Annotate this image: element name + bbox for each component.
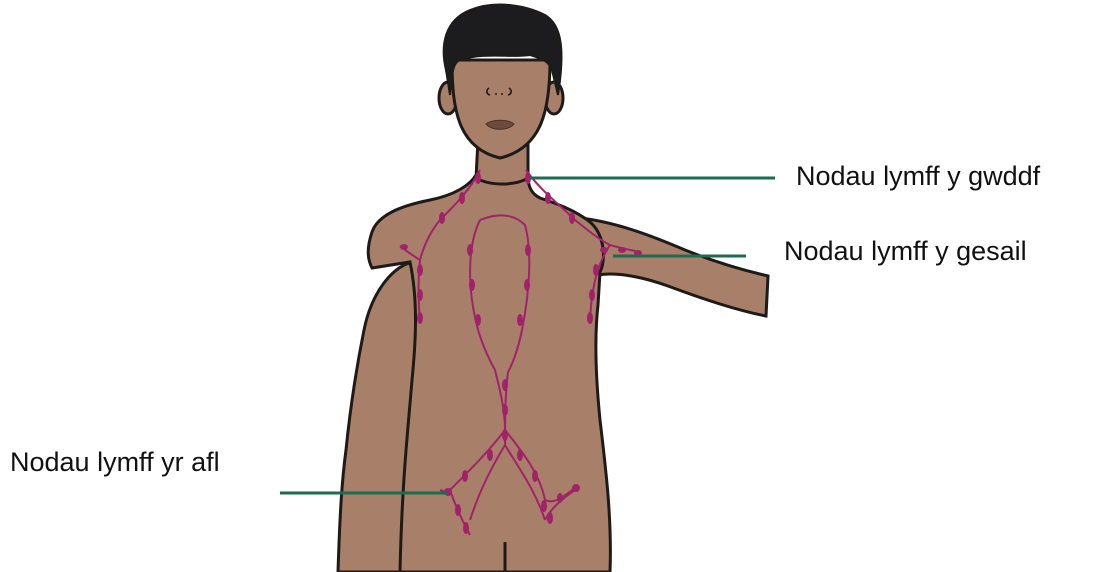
groin-lymph-nodes-label: Nodau lymff yr afl <box>10 449 220 476</box>
lymph-node <box>417 264 423 276</box>
lymph-node <box>502 404 508 416</box>
human-body <box>338 5 768 572</box>
lymph-node <box>532 470 538 482</box>
lymph-node <box>593 264 599 276</box>
lymph-node <box>487 449 493 461</box>
lymph-node <box>618 247 626 253</box>
lymph-node <box>545 192 551 204</box>
lymph-node <box>557 493 563 503</box>
lymph-node <box>524 279 530 291</box>
neck-lymph-nodes-label: Nodau lymff y gwddf <box>796 163 1040 190</box>
lymph-node <box>600 247 608 253</box>
armpit-lymph-nodes-label: Nodau lymff y gesail <box>784 238 1027 265</box>
lymph-node <box>417 289 423 301</box>
lymph-node <box>469 279 475 291</box>
lymph-node <box>463 522 469 534</box>
lymph-node <box>525 244 531 256</box>
lymph-node <box>400 244 408 250</box>
head <box>452 60 550 158</box>
lymph-node <box>589 289 595 301</box>
lymph-node <box>572 484 580 492</box>
lymph-node <box>517 449 523 461</box>
lymph-node <box>587 312 593 324</box>
lymph-node <box>547 512 553 524</box>
lymph-node <box>517 314 523 326</box>
lymph-node <box>475 172 481 184</box>
left-arm <box>580 218 768 316</box>
lymph-node <box>502 379 508 391</box>
lymph-node <box>439 212 445 224</box>
lymph-node <box>455 504 461 516</box>
lymph-node <box>467 244 473 256</box>
lymph-node <box>502 429 508 441</box>
lymph-node <box>417 312 423 324</box>
lymph-node <box>462 470 468 482</box>
lymph-node <box>541 500 547 512</box>
lymph-node <box>459 192 465 204</box>
lymph-node <box>475 314 481 326</box>
lymph-node <box>569 212 575 224</box>
